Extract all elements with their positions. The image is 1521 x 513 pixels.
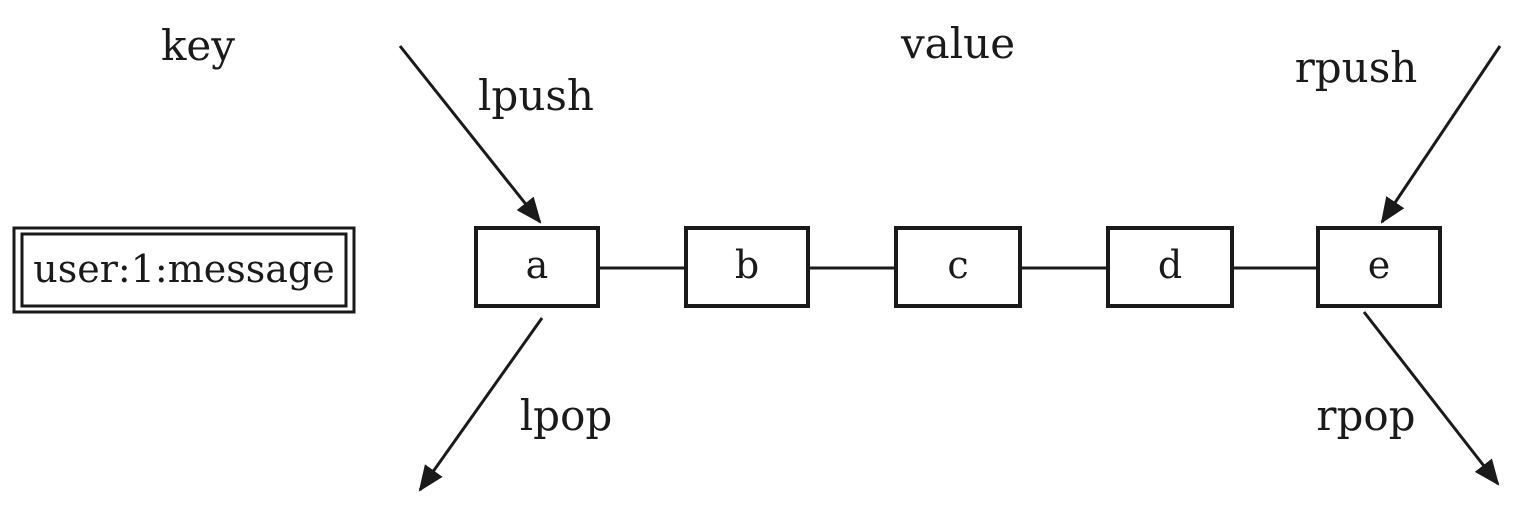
node-c-label: c (947, 243, 968, 287)
key-box: user:1:message (12, 226, 356, 314)
node-a: a (474, 226, 600, 308)
node-d-label: d (1158, 243, 1182, 287)
lpop-arrow (418, 317, 544, 492)
node-c: c (894, 226, 1022, 308)
lpush-arrow (398, 45, 542, 224)
node-d: d (1106, 226, 1234, 308)
lpush-label: lpush (478, 71, 594, 120)
rpop-arrow (1362, 311, 1500, 486)
rpush-arrow (1380, 45, 1502, 224)
node-b-label: b (735, 243, 759, 287)
lpop-label: lpop (520, 391, 613, 440)
value-heading: value (900, 19, 1015, 68)
rpop-label: rpop (1316, 391, 1415, 440)
rpush-label: rpush (1295, 43, 1418, 92)
key-heading: key (161, 21, 235, 70)
node-e: e (1316, 226, 1442, 308)
node-e-label: e (1368, 243, 1391, 287)
key-box-text: user:1:message (33, 247, 334, 291)
node-b: b (684, 226, 810, 308)
node-a-label: a (526, 243, 549, 287)
